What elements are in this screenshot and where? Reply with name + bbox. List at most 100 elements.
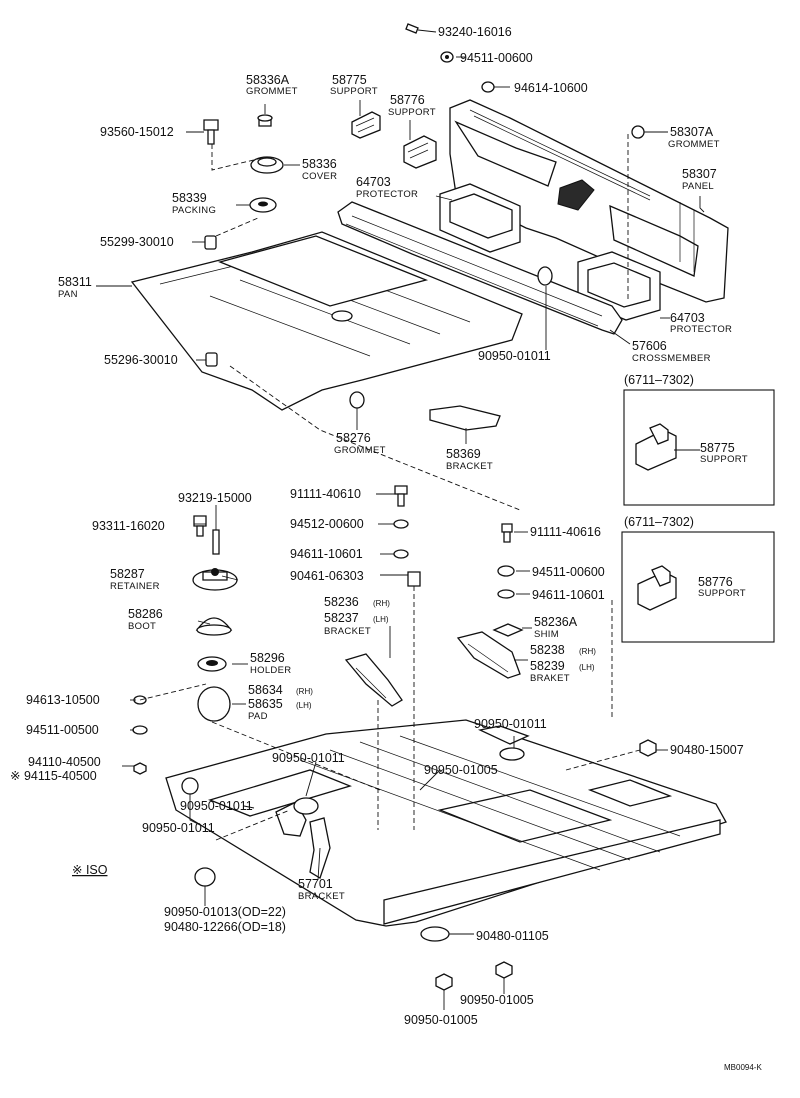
grommet-90950-01011-a [537,266,553,286]
grommet-94614 [481,81,495,93]
label-64703-right: 64703 [670,311,705,325]
label-91111-40610: 91111-40610 [290,487,361,501]
label-support-inset-a: SUPPORT [700,454,748,465]
label-91111-40616: 91111-40616 [530,525,601,539]
label-94511-00600-top: 94511-00600 [460,51,533,65]
shim-58236A-shape [492,623,524,637]
label-support-inset-b: SUPPORT [698,588,746,599]
label-shim: SHIM [534,629,559,640]
inset-box-58776 [621,531,775,643]
nut-90461 [407,571,421,587]
label-90950-01011-d: 90950-01011 [180,799,253,813]
label-94614-10600: 94614-10600 [514,81,588,95]
pad-58634-shape [197,686,231,722]
plug-55296 [205,352,218,367]
label-58287: 58287 [110,567,145,581]
bolt-93219 [212,529,220,555]
label-crossmember: CROSSMEMBER [632,353,711,364]
label-58236A: 58236A [534,615,578,629]
label-58296: 58296 [250,651,285,665]
bolt-91111-40616 [501,523,513,543]
label-58286: 58286 [128,607,163,621]
label-58775-inset: 58775 [700,441,735,455]
grommet-58307A [631,125,645,139]
label-58307: 58307 [682,167,717,181]
label-rh-c: (RH) [296,687,313,696]
label-90950-01011-e: 90950-01011 [142,821,215,835]
bracket-58236-shape [344,653,403,707]
washer-94611-a [393,549,409,559]
label-94511-00600-mid: 94511-00600 [532,565,605,579]
pan-58311-shape [130,231,523,411]
label-protector-right: PROTECTOR [670,324,732,335]
leader-lines [96,56,705,1010]
label-90950-01013: 90950-01013(OD=22) [164,905,286,919]
inset-support-58775-shape [635,423,677,471]
grommet-90950-01005-c [435,973,453,991]
label-range-a: (6711–7302) [624,373,694,387]
label-bracket-b: BRACKET [324,626,371,637]
label-94611-10601-b: 94611-10601 [532,588,605,602]
label-58776: 58776 [390,93,425,107]
label-90950-01005-b: 90950-01005 [460,993,534,1007]
label-58239: 58239 [530,659,565,673]
label-lh-c: (LH) [296,701,312,710]
label-58635: 58635 [248,697,283,711]
label-58634: 58634 [248,683,283,697]
label-grommet-c: GROMMET [334,445,386,456]
support-58775-shape [351,111,381,139]
label-94613-10500: 94613-10500 [26,693,100,707]
boot-58286-shape [195,617,233,636]
label-93560-15012: 93560-15012 [100,125,174,139]
label-protector-top: PROTECTOR [356,189,418,200]
label-holder: HOLDER [250,665,291,676]
label-retainer: RETAINER [110,581,160,592]
nut-90480-15007 [639,739,657,757]
washer-94611-b [497,589,515,599]
label-bracket-a: BRACKET [446,461,493,472]
label-58236: 58236 [324,595,359,609]
plug-55299 [204,235,217,250]
label-90950-01011-a: 90950-01011 [478,349,551,363]
label-58336: 58336 [302,157,337,171]
label-panel: PANEL [682,181,714,192]
alignment-lines [139,134,641,841]
nut-94110 [133,762,147,775]
washer-94511-top [440,51,454,63]
label-64703-top: 64703 [356,175,391,189]
label-grommet-b: GROMMET [668,139,720,150]
bolt-93240 [405,23,437,34]
label-pad: PAD [248,711,268,722]
holder-58296-shape [197,656,227,672]
label-58369: 58369 [446,447,481,461]
label-58238: 58238 [530,643,565,657]
label-bracket-c: BRACKET [298,891,345,902]
retainer-58287-shape [192,568,238,591]
label-90950-01005-a: 90950-01005 [424,763,498,777]
grommet-90950-01005-b [495,961,513,979]
packing-58339-shape [249,197,277,213]
label-lh-b: (LH) [579,663,595,672]
washer-94511-00500 [132,725,148,735]
label-rh-a: (RH) [373,599,390,608]
label-90461-06303: 90461-06303 [290,569,364,583]
label-93240-16016: 93240-16016 [438,25,512,39]
label-boot: BOOT [128,621,156,632]
inset-box-58775 [623,389,775,506]
label-lh-a: (LH) [373,615,389,624]
grommet-90480-01105 [420,926,450,942]
label-58336A: 58336A [246,73,290,87]
label-support-b: SUPPORT [388,107,436,118]
label-58339: 58339 [172,191,207,205]
inset-support-58776-shape [637,565,677,611]
label-braket: BRAKET [530,673,570,684]
grommet-90950-01013 [194,867,216,887]
label-pan: PAN [58,289,78,300]
label-90950-01011-c: 90950-01011 [272,751,345,765]
washer-94511-mid [497,565,515,577]
label-58237: 58237 [324,611,359,625]
label-iso-note: ※ ISO [72,863,108,877]
protector-64703-top-shape [439,183,521,253]
label-55296-30010: 55296-30010 [104,353,178,367]
